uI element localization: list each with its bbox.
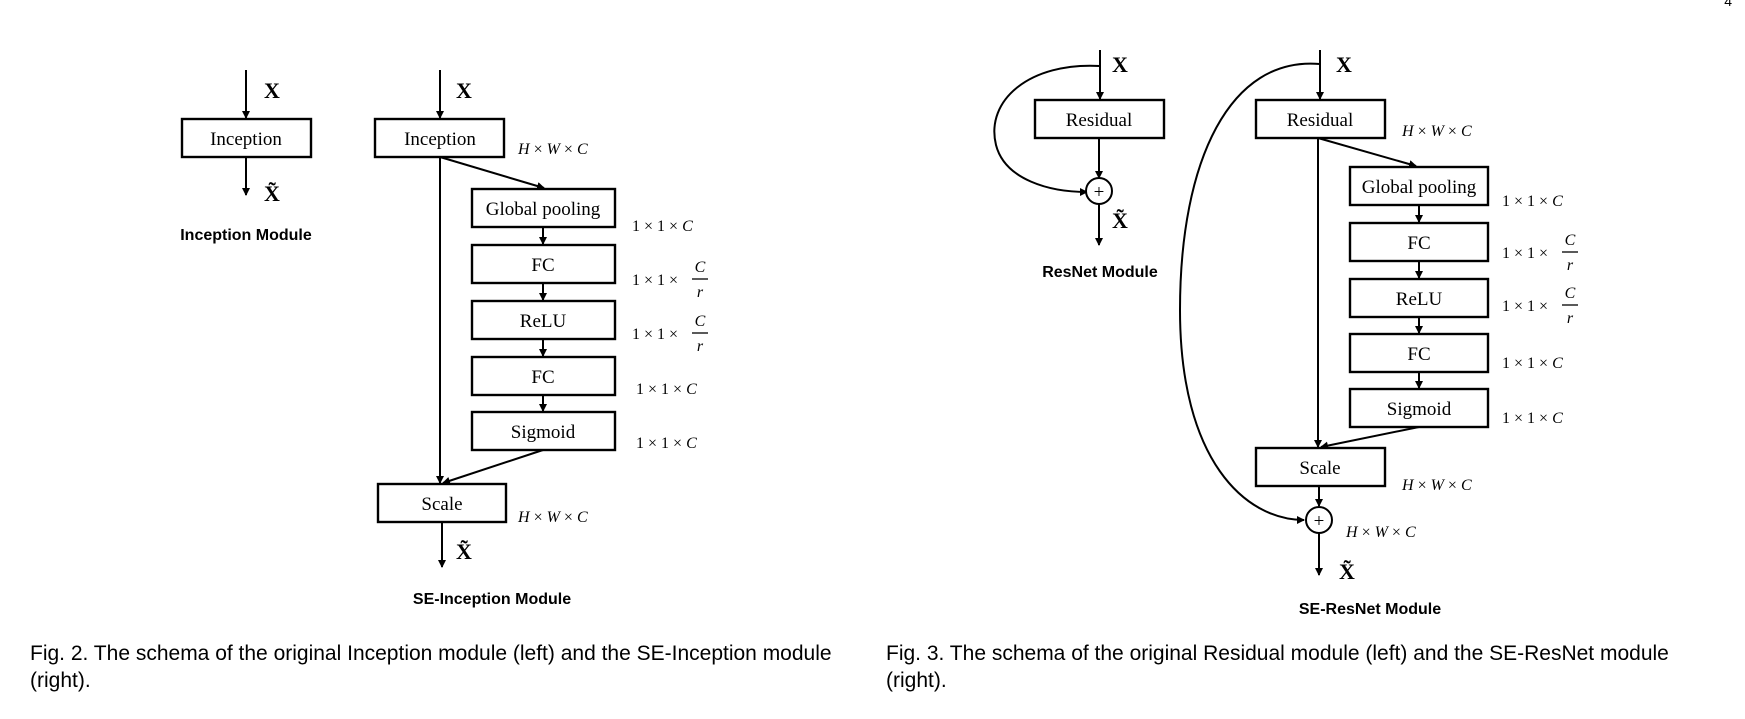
svg-text:r: r <box>697 338 704 355</box>
se-inception-module-title: SE-Inception Module <box>413 591 571 608</box>
dim-hwc: H × W × C <box>517 509 588 526</box>
dim-11c-over-r: 1 × 1 × C r <box>632 313 708 355</box>
resnet-module-diagram: X Residual + X̃ ResNet Module <box>993 50 1166 281</box>
se-inception-input-label: X <box>456 78 472 103</box>
dim-hwc: H × W × C <box>1401 477 1472 494</box>
se-resnet-scale-label: Scale <box>1299 458 1340 479</box>
dim-11c: 1 × 1 × C <box>636 381 697 398</box>
se-inception-global-pooling-label: Global pooling <box>486 199 601 220</box>
se-resnet-global-pooling-label: Global pooling <box>1362 177 1477 198</box>
svg-text:1 × 1 ×: 1 × 1 × <box>632 326 678 343</box>
dim-11c-over-r: 1 × 1 × C r <box>1502 232 1578 274</box>
resnet-residual-label: Residual <box>1066 110 1133 131</box>
svg-text:r: r <box>1567 310 1574 327</box>
dim-11c: 1 × 1 × C <box>1502 410 1563 427</box>
svg-text:C: C <box>695 259 706 276</box>
inception-block-label: Inception <box>210 129 282 150</box>
se-inception-inception-label: Inception <box>404 129 476 150</box>
svg-text:1 × 1 × C: 1 × 1 × C <box>636 435 697 452</box>
se-resnet-relu-label: ReLU <box>1396 289 1443 310</box>
svg-text:C: C <box>1565 285 1576 302</box>
dim-11c-over-r: 1 × 1 × C r <box>1502 285 1578 327</box>
inception-output-label: X̃ <box>264 181 280 206</box>
svg-text:1 × 1 ×: 1 × 1 × <box>1502 298 1548 315</box>
inception-input-label: X <box>264 78 280 103</box>
se-inception-relu-block <box>470 299 617 341</box>
se-resnet-fc2-label: FC <box>1407 344 1430 365</box>
svg-text:1 × 1 × C: 1 × 1 × C <box>1502 410 1563 427</box>
resnet-module-title: ResNet Module <box>1042 264 1158 281</box>
svg-text:+: + <box>1094 182 1105 203</box>
se-resnet-fc1-block <box>1348 221 1490 263</box>
se-inception-relu-label: ReLU <box>520 311 567 332</box>
se-inception-fc1-label: FC <box>531 255 554 276</box>
svg-text:1 × 1 × C: 1 × 1 × C <box>1502 355 1563 372</box>
svg-text:+: + <box>1314 511 1325 532</box>
se-resnet-module-title: SE-ResNet Module <box>1299 601 1441 618</box>
se-resnet-fc2-block <box>1348 332 1490 374</box>
dim-11c: 1 × 1 × C <box>1502 193 1563 210</box>
resnet-add-node: + <box>1085 177 1113 205</box>
fig3-caption: Fig. 3. The schema of the original Resid… <box>886 642 1669 692</box>
se-resnet-sigmoid-label: Sigmoid <box>1387 399 1452 420</box>
page-number: 4 <box>1724 0 1732 9</box>
resnet-input-label: X <box>1112 52 1128 77</box>
svg-text:C: C <box>695 313 706 330</box>
svg-text:H × W × C: H × W × C <box>1345 524 1416 541</box>
se-inception-module-diagram: X Inception H × W × C Global pooling 1 ×… <box>373 70 708 608</box>
se-inception-global-pooling-block <box>470 187 617 229</box>
svg-text:1 × 1 × C: 1 × 1 × C <box>636 381 697 398</box>
dim-11c-over-r: 1 × 1 × C r <box>632 259 708 301</box>
inception-module-title: Inception Module <box>180 227 312 244</box>
inception-module-diagram: X Inception X̃ Inception Module <box>180 70 313 244</box>
se-inception-fc1-block <box>470 243 617 285</box>
se-resnet-module-diagram: X Residual H × W × C Global pooling 1 × … <box>1178 50 1578 618</box>
svg-text:1 × 1 × C: 1 × 1 × C <box>1502 193 1563 210</box>
se-resnet-output-label: X̃ <box>1339 559 1355 584</box>
fig2-caption: Fig. 2. The schema of the original Incep… <box>30 642 832 692</box>
se-resnet-global-pooling-block <box>1348 165 1490 207</box>
dim-11c: 1 × 1 × C <box>636 435 697 452</box>
se-resnet-residual-label: Residual <box>1287 110 1354 131</box>
dim-hwc: H × W × C <box>1401 123 1472 140</box>
resnet-output-label: X̃ <box>1112 208 1128 233</box>
se-resnet-fc1-label: FC <box>1407 233 1430 254</box>
se-inception-scale-label: Scale <box>421 494 462 515</box>
svg-text:r: r <box>697 284 704 301</box>
svg-text:r: r <box>1567 257 1574 274</box>
dim-hwc: H × W × C <box>1345 524 1416 541</box>
se-inception-fc2-label: FC <box>531 367 554 388</box>
svg-text:1 × 1 ×: 1 × 1 × <box>632 272 678 289</box>
dim-11c: 1 × 1 × C <box>1502 355 1563 372</box>
svg-text:1 × 1 ×: 1 × 1 × <box>1502 245 1548 262</box>
se-inception-inception-block <box>373 117 506 159</box>
svg-text:1 × 1 × C: 1 × 1 × C <box>632 218 693 235</box>
dim-11c: 1 × 1 × C <box>632 218 693 235</box>
se-resnet-relu-block <box>1348 277 1490 319</box>
dim-hwc: H × W × C <box>517 141 588 158</box>
svg-text:H × W × C: H × W × C <box>517 509 588 526</box>
se-inception-output-label: X̃ <box>456 539 472 564</box>
svg-text:H × W × C: H × W × C <box>1401 477 1472 494</box>
resnet-residual-block <box>1033 98 1166 140</box>
se-inception-sigmoid-label: Sigmoid <box>511 422 576 443</box>
svg-text:H × W × C: H × W × C <box>1401 123 1472 140</box>
se-resnet-input-label: X <box>1336 52 1352 77</box>
svg-text:H × W × C: H × W × C <box>517 141 588 158</box>
se-inception-sigmoid-block <box>470 410 617 452</box>
svg-text:C: C <box>1565 232 1576 249</box>
se-resnet-scale-block <box>1254 446 1387 488</box>
se-resnet-add-node: + <box>1305 506 1333 534</box>
